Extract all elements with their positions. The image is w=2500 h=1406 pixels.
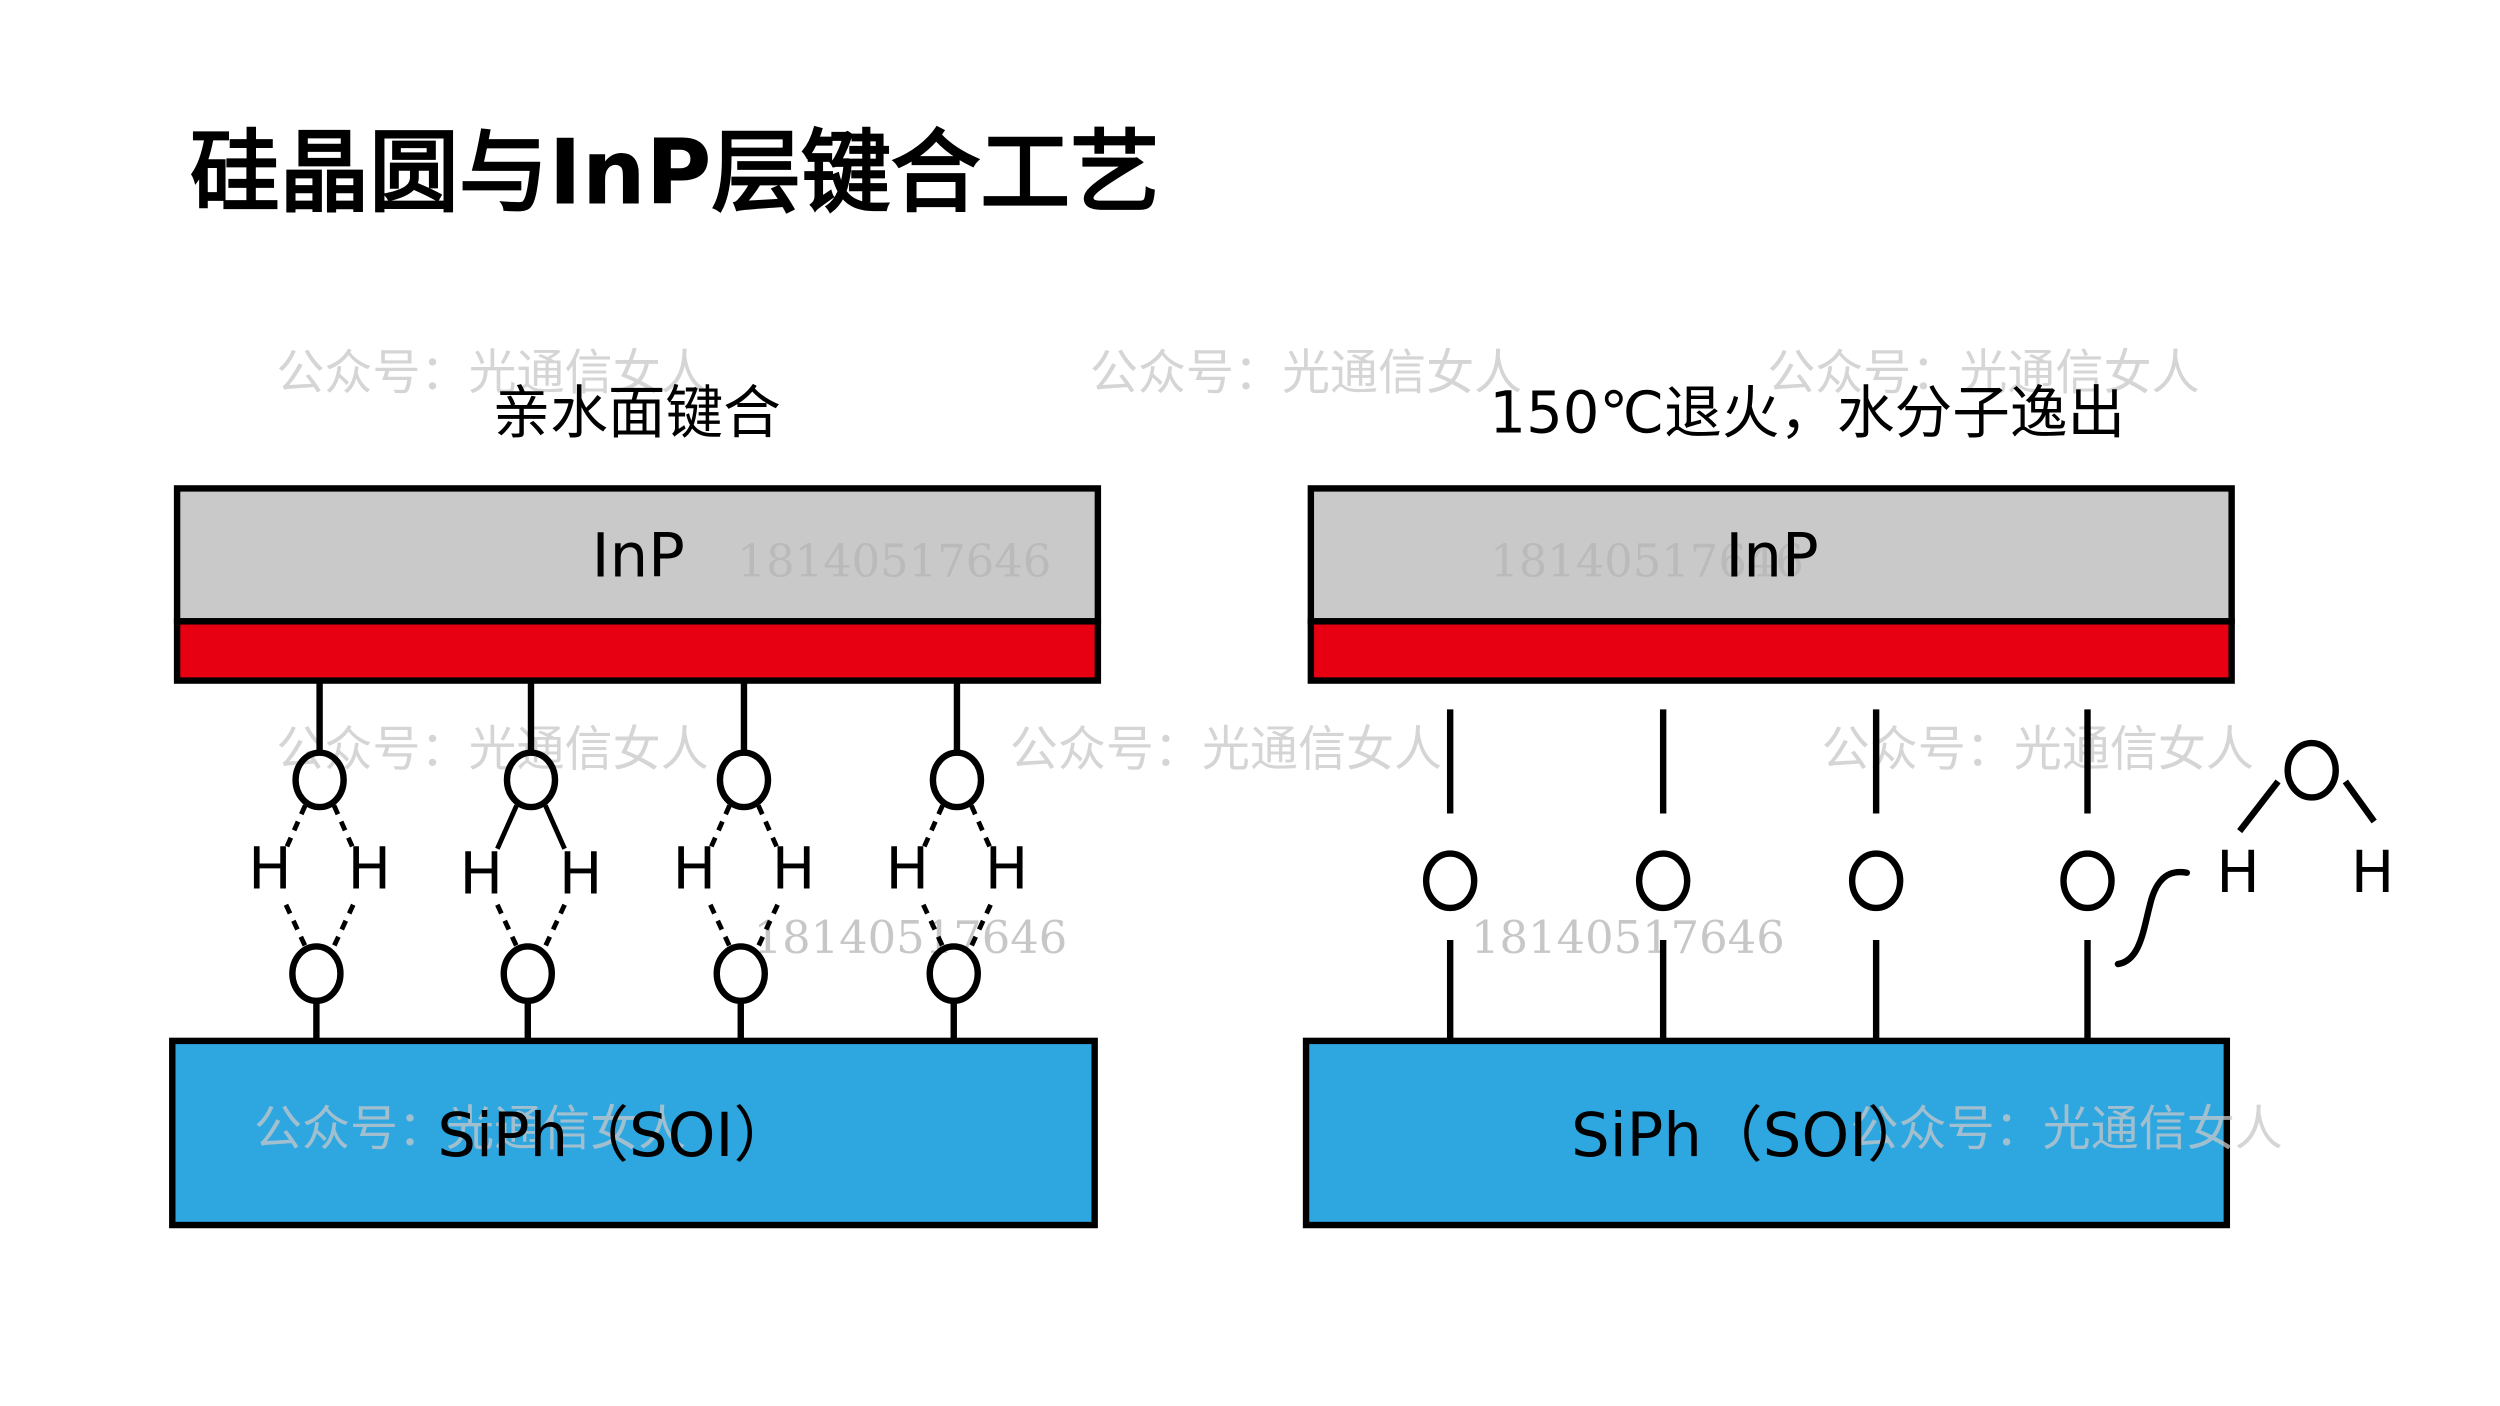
hydrogen-bond xyxy=(495,804,519,850)
oxygen-atom xyxy=(2060,850,2115,912)
inp-label-right: InP xyxy=(1725,521,1818,591)
right-bond-sites xyxy=(1422,709,2115,1041)
oh-bond xyxy=(2342,779,2377,824)
hydrogen-bond xyxy=(756,804,780,850)
hydrogen-bond xyxy=(543,804,567,850)
siph-layer-right xyxy=(1302,1037,2231,1229)
hydrogen-bond xyxy=(495,903,521,951)
bond-layer-right xyxy=(1307,618,2235,684)
watermark-text: 公众号：光通信女人 xyxy=(1851,1101,2283,1157)
escape-path-arrow xyxy=(2114,868,2191,968)
oxygen-atom xyxy=(1848,850,1904,912)
hydrogen-atom: H xyxy=(2351,838,2394,906)
hydrogen-bond xyxy=(921,903,947,951)
watermark-number: 18140517646 xyxy=(1490,534,1804,587)
watermark-text: 公众号：光通信女人 xyxy=(276,345,708,401)
hydrogen-bond xyxy=(754,903,780,951)
hydrogen-bond xyxy=(330,903,356,951)
hydrogen-bond xyxy=(708,804,732,850)
hydrogen-bond xyxy=(283,804,308,850)
bond-site xyxy=(1635,709,1691,1041)
siph-layer-left xyxy=(169,1037,1098,1229)
watermark-text: 公众号：光通信女人 xyxy=(254,1101,686,1157)
siph-label-left: SiPh（SOI） xyxy=(437,1101,794,1171)
inp-layer-right xyxy=(1307,485,2235,625)
oxygen-atom xyxy=(929,749,985,811)
right-panel: 150℃退火，水分子逸出 18140517646 InP 公众号：光通信女人 S… xyxy=(1302,378,2394,1229)
bond-site xyxy=(1848,709,1904,1041)
watermark-number: 18140517646 xyxy=(1471,911,1785,964)
watermark-text: 公众号：光通信女人 xyxy=(1822,721,2254,777)
watermark-text: 公众号：光通信女人 xyxy=(1010,721,1442,777)
hydrogen-bond xyxy=(331,804,356,850)
hydrogen-bond xyxy=(969,804,993,850)
hydrogen-bond xyxy=(283,903,309,951)
hydrogen-bond xyxy=(708,903,734,951)
oxygen-atom xyxy=(2284,739,2339,801)
watermark-number: 18140517646 xyxy=(738,534,1052,587)
oxygen-atom xyxy=(716,749,772,811)
hydrogen-atom: H xyxy=(248,835,291,903)
watermark-text: 公众号：光通信女人 xyxy=(1090,345,1522,401)
page-title: 硅晶圆与InP层键合工艺 xyxy=(190,121,1160,225)
siph-label-right: SiPh（SOI） xyxy=(1571,1101,1928,1171)
hydrogen-bond xyxy=(921,804,945,850)
escaping-water-molecule: H H xyxy=(2114,739,2394,968)
hydrogen-atom: H xyxy=(348,835,391,903)
right-caption: 150℃退火，水分子逸出 xyxy=(1489,378,2125,446)
watermark-layer: 公众号：光通信女人 公众号：光通信女人 公众号：光通信女人 公众号：光通信女人 … xyxy=(276,345,2254,964)
left-caption: 亲水面键合 xyxy=(493,378,781,446)
oxygen-atom xyxy=(1635,850,1691,912)
hydrogen-atom: H xyxy=(985,835,1028,903)
oh-bond xyxy=(2237,779,2281,834)
bond-layer-left xyxy=(173,618,1102,684)
hydrogen-atom: H xyxy=(772,835,815,903)
hydrogen-atom: H xyxy=(2216,838,2259,906)
oxygen-atom xyxy=(500,943,556,1005)
watermark-text: 公众号：光通信女人 xyxy=(276,721,708,777)
watermark-number: 18140517646 xyxy=(754,911,1068,964)
bond-site xyxy=(2060,709,2115,1041)
hydrogen-atom: H xyxy=(460,840,503,908)
hydrogen-atom: H xyxy=(886,835,929,903)
bond-site xyxy=(1422,709,1478,1041)
oxygen-atom xyxy=(1422,850,1478,912)
inp-layer-left xyxy=(173,485,1102,625)
hydrogen-atom: H xyxy=(559,840,602,908)
oxygen-atom xyxy=(292,749,347,811)
hydrogen-atom: H xyxy=(673,835,716,903)
oxygen-atom xyxy=(713,943,768,1005)
inp-label-left: InP xyxy=(592,521,685,591)
oxygen-atom xyxy=(503,749,559,811)
hydrogen-bond xyxy=(967,903,993,951)
left-panel: 亲水面键合 18140517646 InP 公众号：光通信女人 SiPh（SOI… xyxy=(169,378,1102,1229)
hydrogen-bond xyxy=(541,903,567,951)
watermark-text: 公众号：光通信女人 xyxy=(1767,345,2199,401)
oxygen-atom xyxy=(289,943,344,1005)
